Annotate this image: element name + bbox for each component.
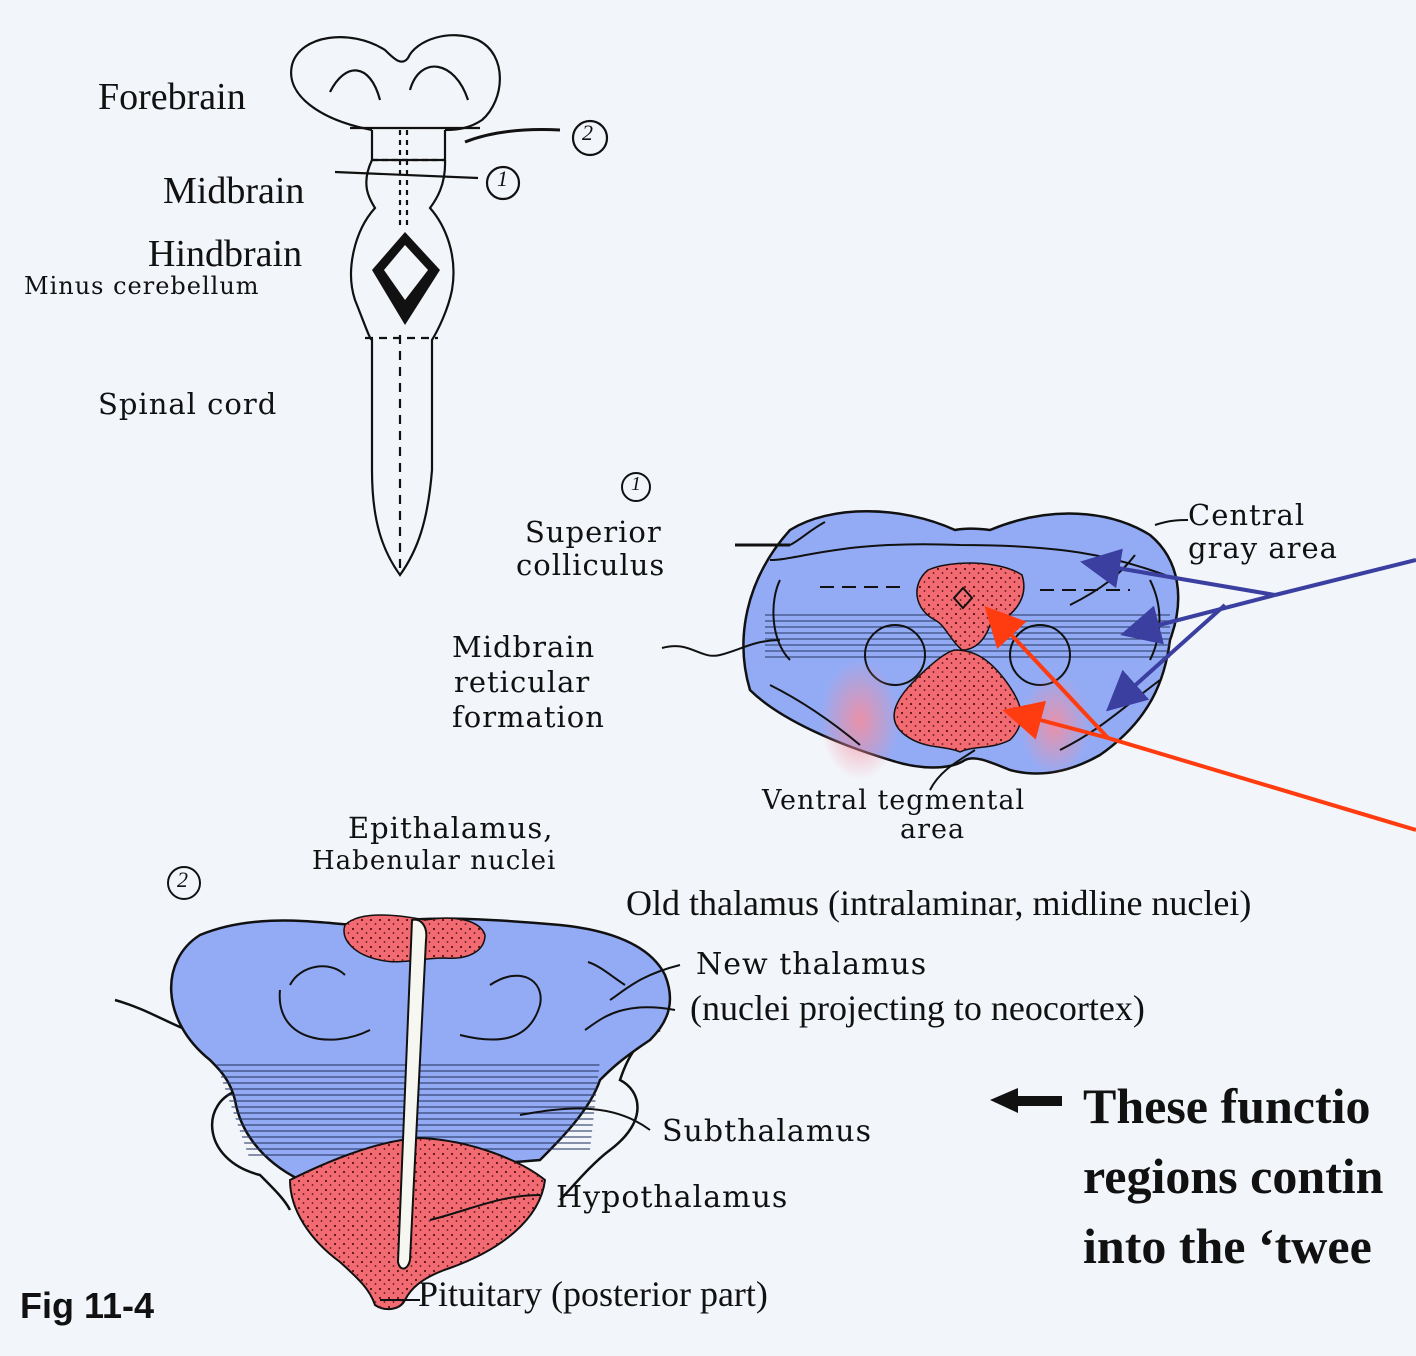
figure-caption: Fig 11-4	[20, 1288, 154, 1324]
note-line-3: into the ‘twee	[1083, 1216, 1372, 1276]
label-midbrain: Midbrain	[163, 172, 304, 210]
marker-1-top: 1	[497, 168, 508, 190]
label-midbrain-rf-1: Midbrain	[452, 633, 595, 662]
label-new-thalamus: New thalamus	[696, 950, 927, 980]
marker-1-section: 1	[631, 474, 641, 494]
label-vta-1: Ventral tegmental	[762, 787, 1025, 814]
marker-2-section: 2	[177, 869, 188, 891]
label-minus-cerebellum: Minus cerebellum	[24, 274, 260, 298]
marker-2-top: 2	[582, 122, 593, 144]
label-old-thalamus: Old thalamus (intralaminar, midline nucl…	[626, 885, 1251, 921]
diencephalon-section	[115, 915, 670, 1309]
note-line-1: These functio	[1083, 1076, 1371, 1136]
label-habenular: Habenular nuclei	[312, 848, 556, 874]
note-line-2: regions contin	[1083, 1146, 1384, 1206]
label-vta-2: area	[900, 816, 965, 843]
label-new-thalamus-detail: (nuclei projecting to neocortex)	[690, 990, 1145, 1026]
label-pituitary: Pituitary (posterior part)	[418, 1276, 768, 1312]
label-midbrain-rf-2: reticular	[454, 668, 590, 697]
label-gray-area: gray area	[1188, 534, 1338, 563]
label-central: Central	[1188, 501, 1305, 530]
label-hindbrain: Hindbrain	[148, 235, 302, 273]
label-superior: Superior	[525, 518, 662, 547]
label-spinal-cord: Spinal cord	[98, 390, 277, 419]
label-colliculus: colliculus	[516, 551, 665, 580]
label-midbrain-rf-3: formation	[452, 703, 605, 732]
label-subthalamus: Subthalamus	[662, 1117, 872, 1147]
note-arrow-icon	[990, 1088, 1062, 1113]
section-pointer-2	[465, 130, 560, 143]
label-epithalamus: Epithalamus,	[348, 814, 553, 843]
label-hypothalamus: Hypothalamus	[556, 1183, 788, 1213]
label-forebrain: Forebrain	[98, 78, 246, 116]
